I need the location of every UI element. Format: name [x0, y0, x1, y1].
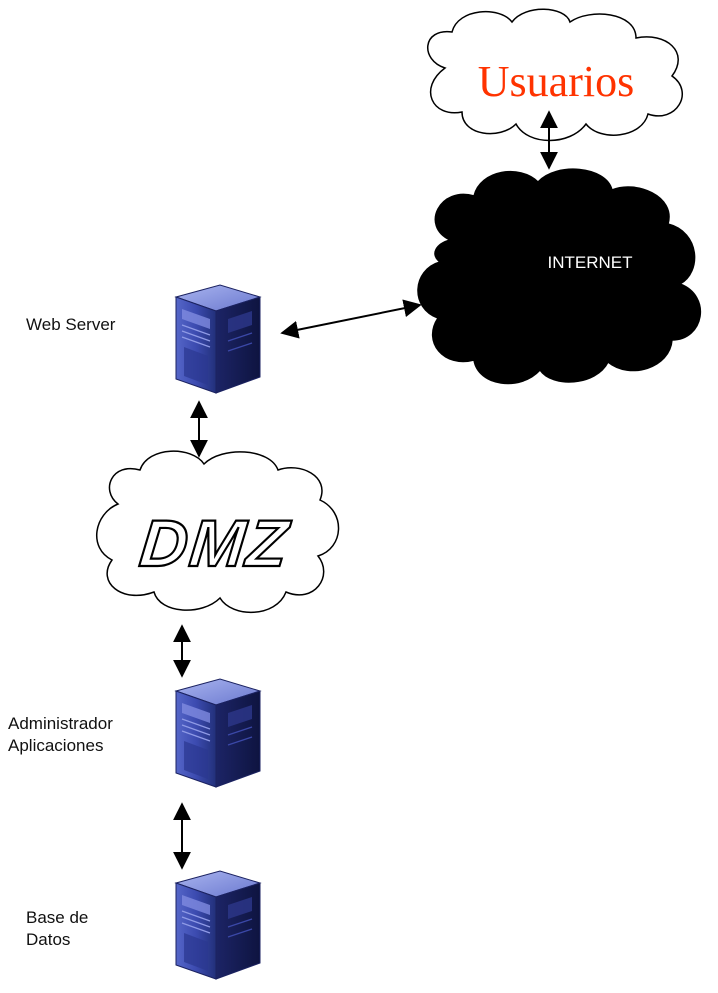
- server-tower-icon: [175, 870, 261, 980]
- app-server: [175, 678, 261, 788]
- internet-cloud-icon: [417, 168, 702, 385]
- db-server: [175, 870, 261, 980]
- web-server-label: Web Server: [26, 314, 115, 336]
- app-server-label: Administrador Aplicaciones: [8, 713, 113, 757]
- dmz-cloud-icon: [96, 450, 340, 613]
- db-server-label-line2: Datos: [26, 930, 71, 949]
- usuarios-cloud-icon: [427, 8, 683, 142]
- usuarios-label: Usuarios: [478, 57, 634, 106]
- dmz-label: DMZ: [136, 507, 293, 581]
- app-server-label-line1: Administrador: [8, 714, 113, 733]
- internet-label: INTERNET: [548, 253, 633, 272]
- app-server-label-line2: Aplicaciones: [8, 736, 104, 755]
- web-server-label-text: Web Server: [26, 315, 116, 334]
- usuarios-cloud: Usuarios: [427, 8, 683, 142]
- web-server: [175, 284, 261, 394]
- internet-cloud: INTERNET: [417, 168, 702, 385]
- server-tower-icon: [175, 284, 261, 394]
- server-tower-icon: [175, 678, 261, 788]
- double-arrow-icon: [280, 299, 422, 339]
- db-server-label-line1: Base de: [26, 908, 89, 927]
- db-server-label: Base de Datos: [26, 907, 88, 951]
- dmz-cloud: DMZ: [96, 450, 340, 613]
